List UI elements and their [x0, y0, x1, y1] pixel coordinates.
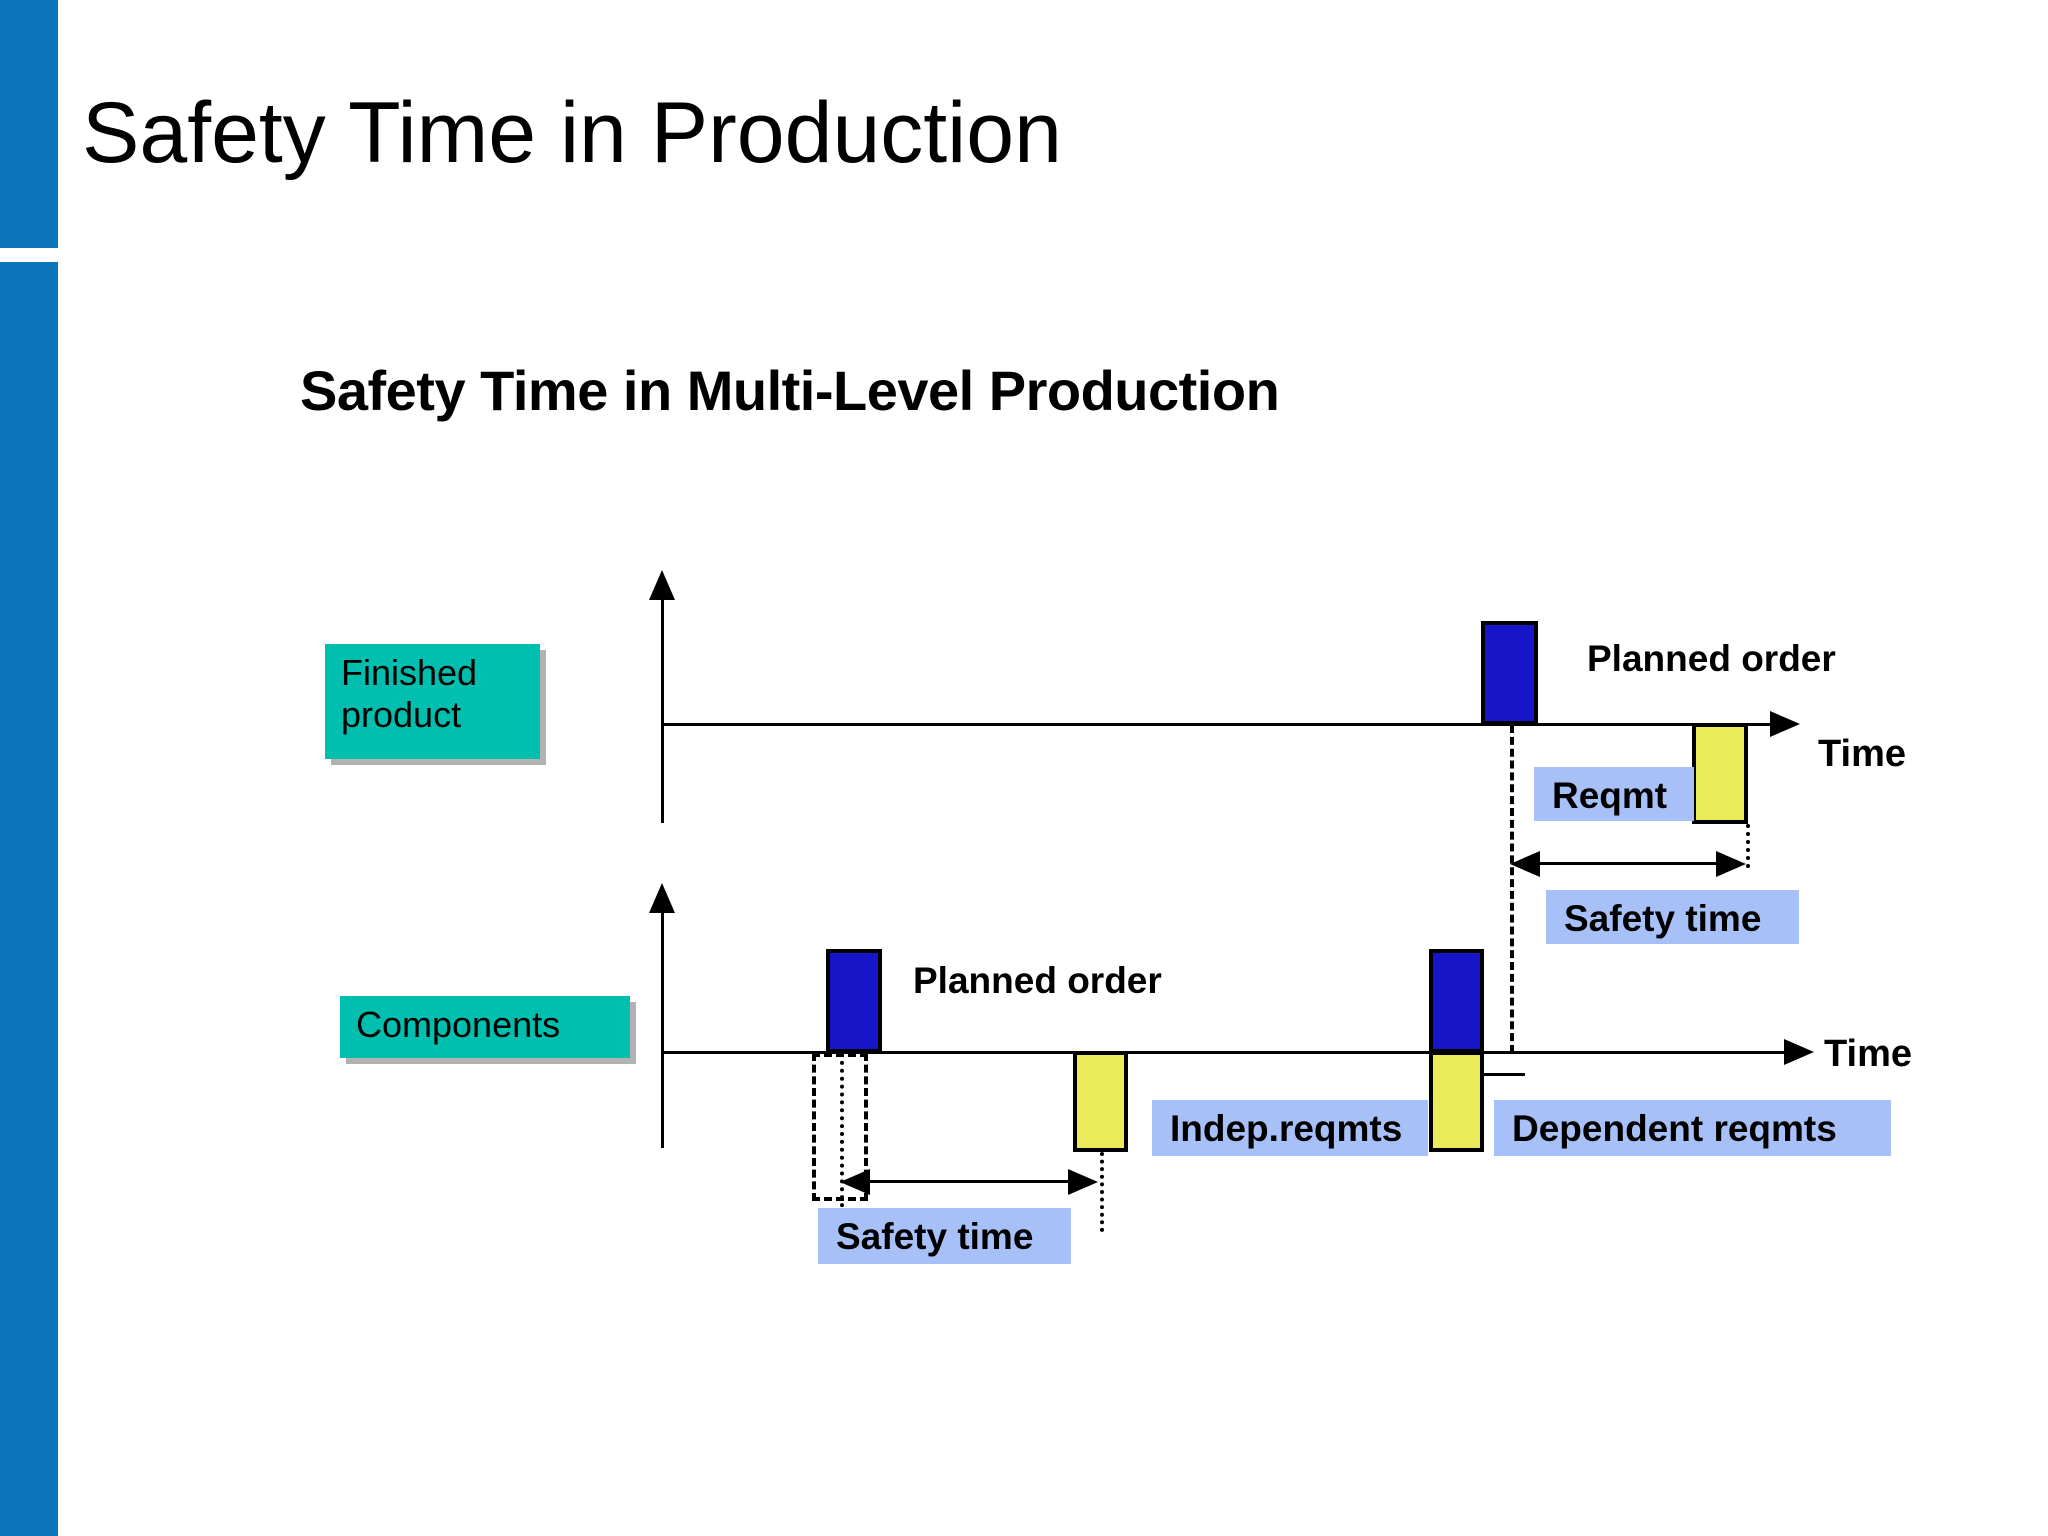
- lower-chart-indep-reqmts-chip: Indep.reqmts: [1152, 1100, 1428, 1156]
- lower-chart-y-axis-arrow-icon: [649, 883, 675, 913]
- page-title: Safety Time in Production: [82, 85, 1062, 181]
- lower-chart-time-axis: [661, 1051, 1787, 1054]
- upper-chart-safety-time-arrow-right-icon: [1716, 851, 1746, 877]
- lower-chart-safety-time-arrow-right-icon: [1068, 1169, 1098, 1195]
- lower-chart-safety-time-left-guide: [840, 1053, 844, 1231]
- category-chip-line-2: product: [341, 694, 462, 736]
- upper-chart-y-axis: [661, 595, 664, 823]
- upper-chart-planned-order-bar: [1481, 621, 1538, 725]
- sidebar-accent-bar-top: [0, 0, 58, 248]
- upper-chart-reqmt-dotted-guide: [1746, 824, 1750, 868]
- lower-chart-time-axis-arrow-icon: [1784, 1039, 1814, 1065]
- lower-chart-safety-time-arrow-left-icon: [840, 1169, 870, 1195]
- sidebar-accent-bar-bottom: [0, 262, 58, 1536]
- lower-chart-planned-order-label: Planned order: [913, 960, 1162, 1001]
- upper-chart-time-label: Time: [1818, 733, 1907, 775]
- category-chip-finished-product: Finished product: [325, 644, 540, 759]
- lower-chart-safety-time-right-guide: [1100, 1152, 1104, 1232]
- upper-chart-y-axis-arrow-icon: [649, 570, 675, 600]
- category-chip-components: Components: [340, 996, 630, 1058]
- upper-chart-safety-time-chip: Safety time: [1546, 890, 1799, 944]
- lower-chart-time-label: Time: [1824, 1033, 1913, 1075]
- lower-chart-dependent-reqmts-bar: [1429, 1051, 1484, 1152]
- category-chip-line-1: Finished: [341, 652, 478, 693]
- lower-chart-indep-reqmts-bar: [1073, 1051, 1128, 1152]
- lower-chart-y-axis: [661, 908, 664, 1148]
- lower-chart-planned-order-bar-1: [826, 949, 882, 1053]
- upper-chart-planned-order-label: Planned order: [1587, 638, 1836, 679]
- category-chip-components-label: Components: [356, 1004, 561, 1045]
- upper-chart-safety-time-arrow-shaft: [1530, 862, 1728, 865]
- chart-title: Safety Time in Multi-Level Production: [300, 359, 1280, 422]
- upper-to-lower-dashed-connector: [1510, 725, 1514, 1053]
- upper-chart-reqmt-chip: Reqmt: [1534, 767, 1694, 821]
- upper-chart-reqmt-bar: [1692, 723, 1748, 824]
- upper-chart-safety-time-arrow-left-icon: [1510, 851, 1540, 877]
- lower-chart-dependent-reqmts-chip: Dependent reqmts: [1494, 1100, 1891, 1156]
- lower-chart-safety-time-arrow-shaft: [860, 1180, 1080, 1183]
- upper-chart-time-axis-arrow-icon: [1770, 711, 1800, 737]
- lower-chart-dependent-tick: [1483, 1073, 1525, 1076]
- lower-chart-planned-order-bar-2: [1429, 949, 1484, 1053]
- upper-chart-time-axis: [661, 723, 1773, 726]
- lower-chart-safety-time-chip: Safety time: [818, 1208, 1071, 1264]
